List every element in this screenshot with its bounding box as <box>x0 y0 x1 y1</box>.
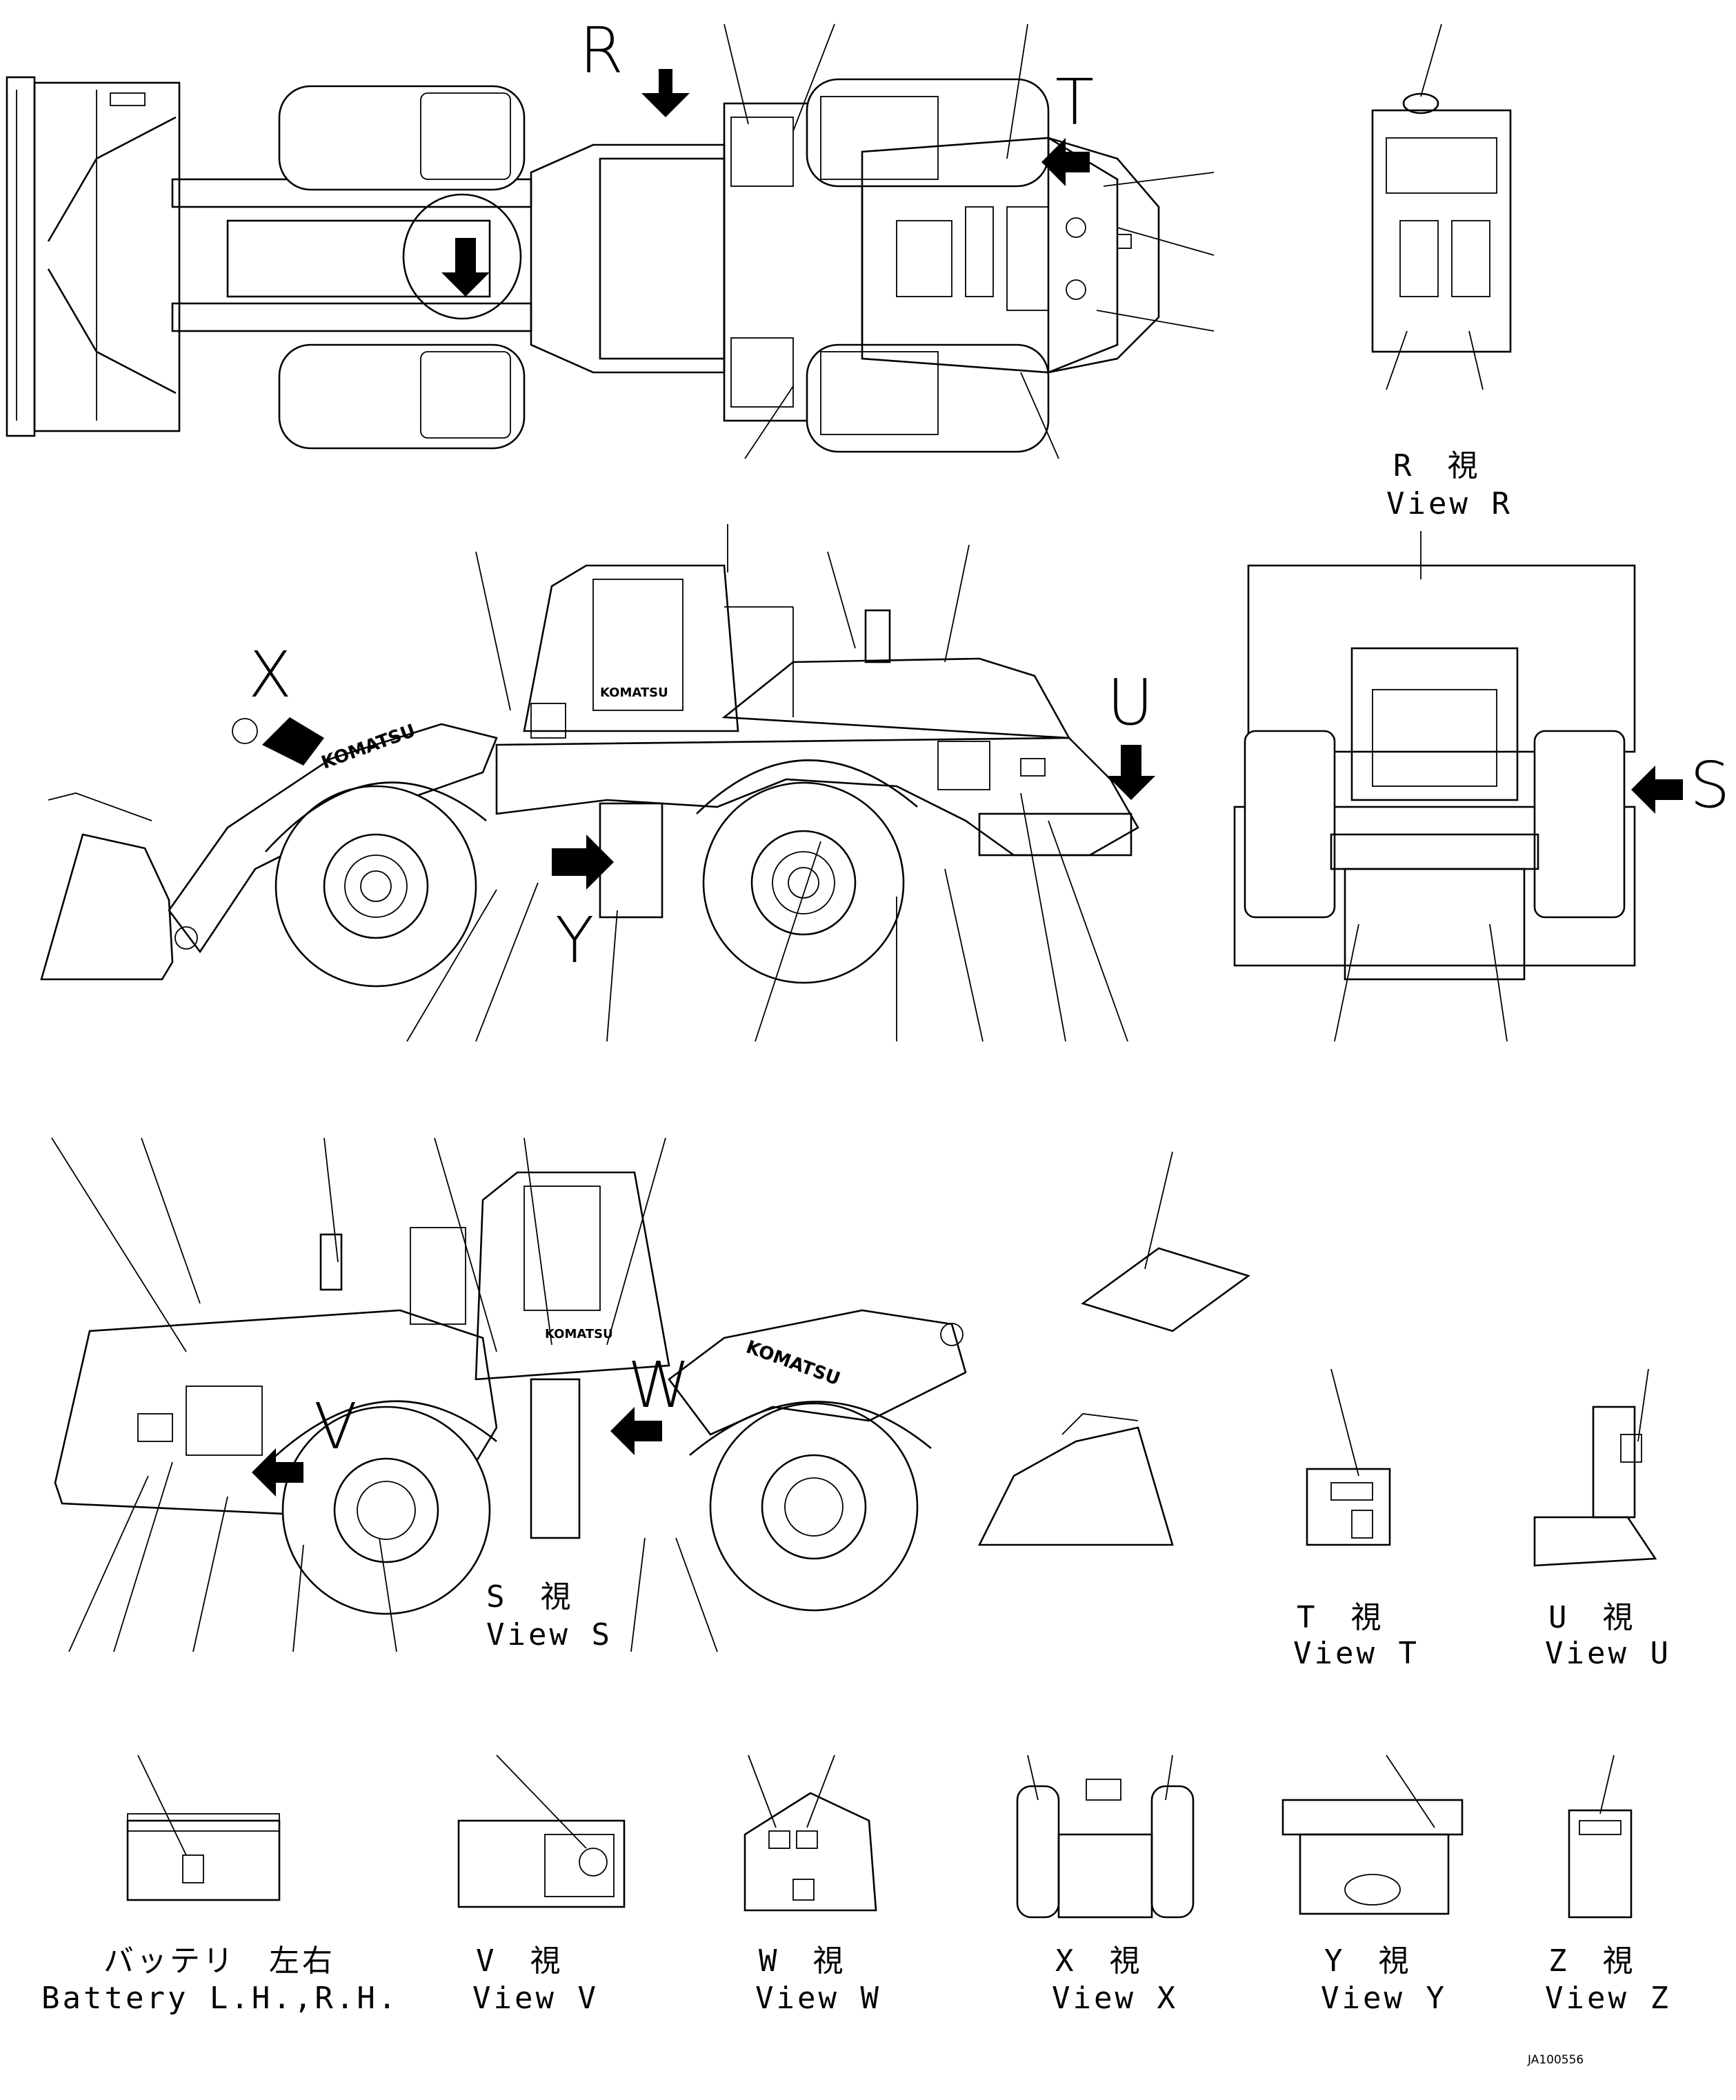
view-r-detail: R 視 View R <box>1371 23 1513 521</box>
s-cab <box>475 1171 670 1381</box>
view-x-detail: X 視 View X <box>1016 1754 1195 2016</box>
s-bucket <box>977 1426 1174 1546</box>
view-t-detail: T 視 View T <box>1293 1368 1419 1671</box>
decal-sheet <box>1081 1151 1250 1332</box>
bucket-edge <box>6 76 36 437</box>
caption-view-z-en: View Z <box>1545 1981 1671 2016</box>
caption-view-y-en: View Y <box>1321 1981 1447 2016</box>
s-lift-arm <box>668 1309 967 1436</box>
caption-view-s-en: View S <box>486 1617 612 1652</box>
view-v-detail: V 視 View V <box>457 1754 626 2016</box>
view-z-detail: Z 視 View Z <box>1545 1754 1671 2016</box>
arrow-label-v: V <box>314 1390 357 1463</box>
s-rear-wheel <box>281 1406 491 1615</box>
front-right-tire <box>278 343 526 450</box>
caption-view-u-jp: U 視 <box>1548 1600 1636 1635</box>
view-y-detail: Y 視 View Y <box>1281 1754 1464 2016</box>
caption-view-z-jp: Z 視 <box>1548 1943 1636 1979</box>
arrow-label-w: W <box>628 1348 690 1422</box>
front-left-tire <box>278 85 526 191</box>
left-side-view: KOMATSU KOMATSU X Y <box>40 524 1155 1042</box>
view-w-detail: W 視 View W <box>744 1754 881 2016</box>
caption-view-v-en: View V <box>472 1981 599 2016</box>
right-side-view: KOMATSU KOMATSU V W S 視 View S <box>51 1137 1174 1652</box>
arrow-label-x: X <box>248 638 292 712</box>
caption-view-t-en: View T <box>1293 1636 1419 1671</box>
side-cab <box>523 564 739 732</box>
side-engine-hood <box>721 657 1071 739</box>
arrow-label-t: T <box>1055 66 1094 139</box>
caption-battery-en: Battery L.H.,R.H. <box>41 1981 399 2016</box>
side-rear-wheel <box>702 781 905 984</box>
boom-brand: KOMATSU <box>319 721 418 774</box>
rear-left-tire <box>806 78 1050 188</box>
side-bucket <box>40 833 174 981</box>
caption-view-t-jp: T 視 <box>1297 1600 1384 1635</box>
arrow-label-u: U <box>1107 666 1153 739</box>
battery-detail: バッテリ 左右 Battery L.H.,R.H. <box>41 1754 399 2016</box>
caption-view-y-jp: Y 視 <box>1324 1943 1412 1979</box>
caption-view-w-en: View W <box>755 1981 881 2016</box>
caption-view-r-en: View R <box>1386 486 1513 521</box>
caption-view-w-jp: W 視 <box>759 1943 846 1979</box>
cab-brand: KOMATSU <box>600 686 668 700</box>
caption-view-u-en: View U <box>1545 1636 1671 1671</box>
caption-view-x-en: View X <box>1052 1981 1178 2016</box>
side-front-wheel <box>275 785 477 988</box>
drawing-code: JA100556 <box>1527 2053 1584 2067</box>
arrow-label-y: Y <box>555 903 594 977</box>
arrow-label-r: R <box>579 14 623 88</box>
caption-view-v-jp: V 視 <box>476 1943 563 1979</box>
view-u-detail: U 視 View U <box>1533 1368 1671 1671</box>
rear-view: S <box>1233 531 1730 1042</box>
s-boom-brand: KOMATSU <box>744 1337 843 1390</box>
caption-view-r-jp: R 視 <box>1393 448 1481 483</box>
caption-battery-jp: バッテリ 左右 <box>103 1943 335 1979</box>
top-view: R T <box>6 14 1215 459</box>
side-lift-arm <box>168 723 498 954</box>
s-cab-brand: KOMATSU <box>545 1327 613 1341</box>
caption-view-x-jp: X 視 <box>1055 1943 1143 1979</box>
bucket-body <box>33 81 181 432</box>
s-rear-body <box>54 1309 498 1519</box>
s-front-wheel <box>709 1402 919 1612</box>
arrow-label-s: S <box>1690 748 1730 822</box>
caption-view-s-jp: S 視 <box>486 1579 574 1614</box>
rear-right-tire <box>806 343 1050 453</box>
